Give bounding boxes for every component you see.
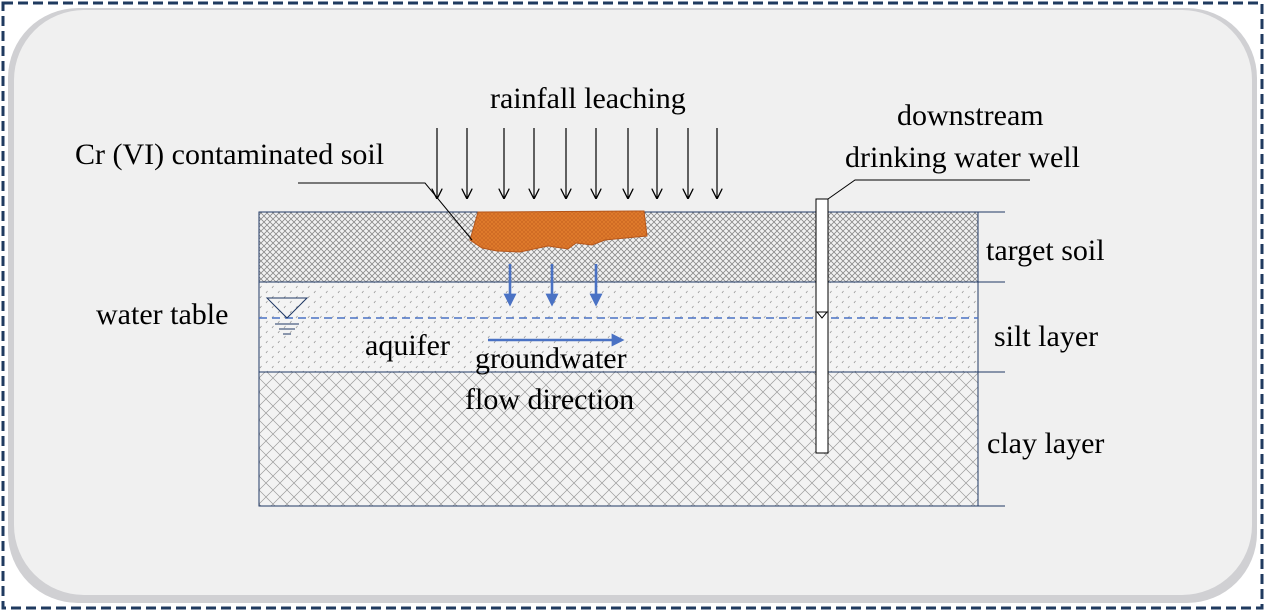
flow-direction-label: flow direction bbox=[465, 383, 635, 416]
drinking-water-well bbox=[815, 198, 829, 454]
rainfall-label: rainfall leaching bbox=[490, 82, 686, 115]
inverted-triangle-icon bbox=[815, 311, 829, 319]
silt-layer bbox=[259, 282, 978, 372]
water-table-label: water table bbox=[96, 298, 229, 331]
silt-layer-label: silt layer bbox=[994, 320, 1099, 353]
well-label-line2: drinking water well bbox=[845, 141, 1080, 174]
well-label-line1: downstream bbox=[897, 99, 1044, 132]
contaminated-soil-leader bbox=[298, 182, 473, 241]
contaminated-soil-label: Cr (VI) contaminated soil bbox=[75, 138, 385, 171]
clay-layer-label: clay layer bbox=[987, 427, 1105, 460]
target-soil-label: target soil bbox=[986, 234, 1105, 267]
clay-layer bbox=[259, 372, 978, 506]
groundwater-label: groundwater bbox=[475, 342, 627, 375]
well-leader bbox=[827, 179, 1030, 200]
leaching-arrows bbox=[503, 264, 603, 307]
inverted-triangle-water-level-icon bbox=[265, 297, 309, 335]
contaminated-soil-patch bbox=[469, 210, 648, 253]
rainfall-arrows bbox=[437, 128, 717, 198]
aquifer-label: aquifer bbox=[365, 329, 450, 362]
